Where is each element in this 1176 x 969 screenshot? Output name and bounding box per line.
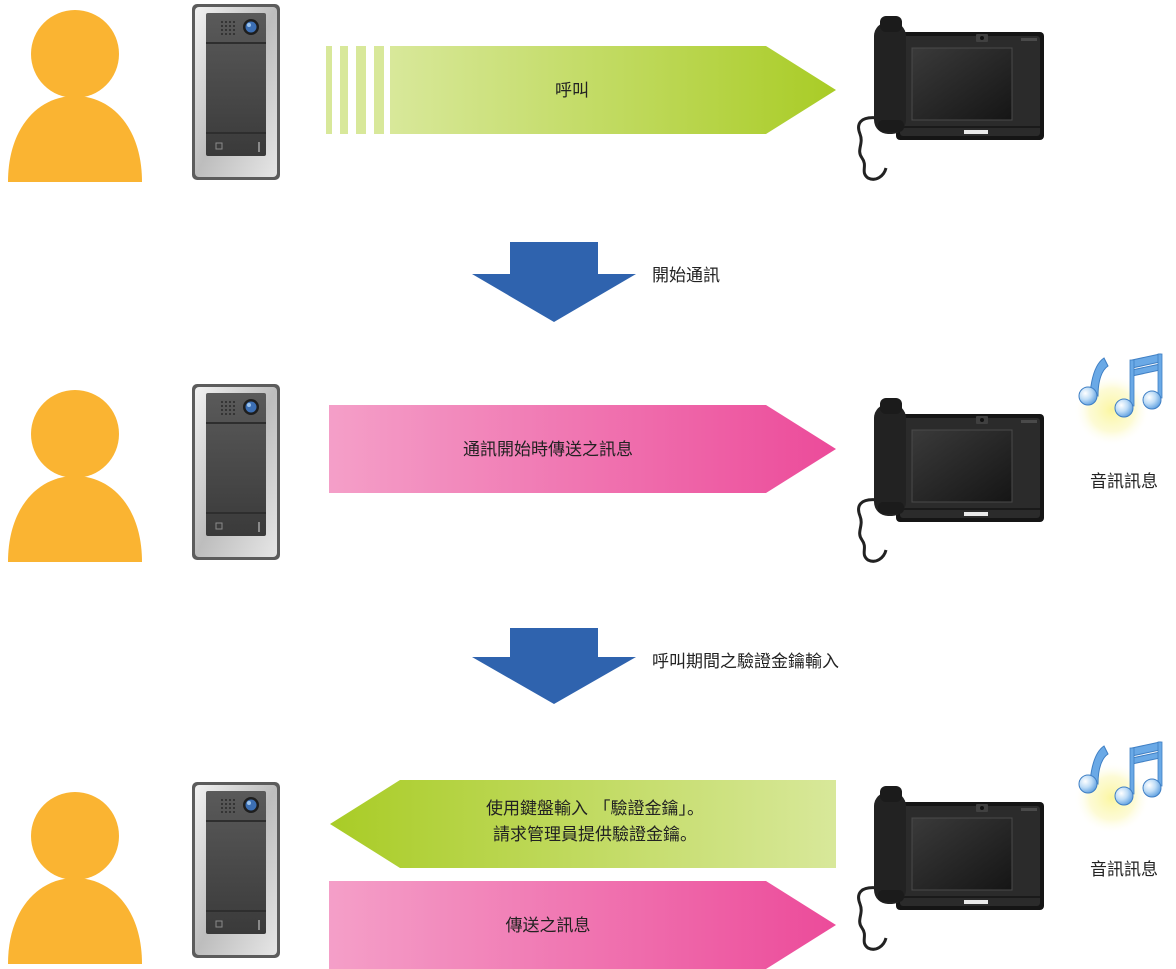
call-label: 呼叫 (555, 81, 589, 101)
step-auth-key-input-label: 呼叫期間之驗證金鑰輸入 (652, 652, 839, 672)
step-auth-key-input: 呼叫期間之驗證金鑰輸入 (472, 628, 839, 704)
monitor-station-icon (857, 784, 1046, 951)
down-arrow (472, 242, 636, 322)
sent-message-arrow (329, 881, 836, 969)
scene-key-prompt: 使用鍵盤輸入 「驗證金鑰」。 請求管理員提供驗證金鑰。 傳送之訊息 音訊訊息 (8, 741, 1163, 969)
music-note-icon (1073, 741, 1163, 835)
person-icon (8, 792, 142, 964)
door-station-icon (191, 781, 281, 959)
down-arrow (472, 628, 636, 704)
sent-message-label: 傳送之訊息 (506, 916, 591, 936)
reply-line-2: 請求管理員提供驗證金鑰。 (493, 825, 697, 845)
audio-message-label: 音訊訊息 (1090, 472, 1158, 492)
door-station-icon (191, 3, 281, 181)
call-arrow (326, 46, 836, 134)
monitor-station-icon (857, 396, 1046, 563)
audio-message-label: 音訊訊息 (1090, 860, 1158, 880)
start-message-arrow (329, 405, 836, 493)
scene-call: 呼叫 (8, 3, 1046, 182)
person-icon (8, 390, 142, 562)
reply-arrow (330, 780, 836, 868)
step-start-communication: 開始通訊 (472, 242, 720, 322)
reply-line-1: 使用鍵盤輸入 「驗證金鑰」。 (486, 798, 704, 819)
scene-start-message: 通訊開始時傳送之訊息 音訊訊息 (8, 353, 1163, 563)
step-start-communication-label: 開始通訊 (652, 266, 720, 286)
door-station-icon (191, 383, 281, 561)
start-message-label: 通訊開始時傳送之訊息 (463, 440, 633, 460)
music-note-icon (1073, 353, 1163, 447)
person-icon (8, 10, 142, 182)
monitor-station-icon (857, 14, 1046, 181)
